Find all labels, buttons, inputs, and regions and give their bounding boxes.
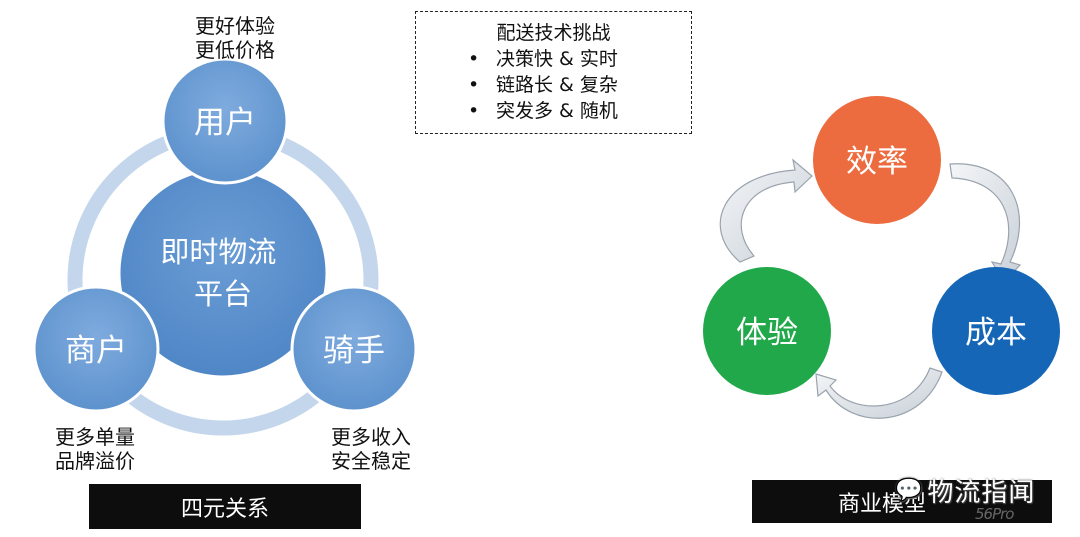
challenge-item: 链路长 & 复杂 (468, 72, 691, 98)
arrow-experience-to-efficiency (719, 158, 813, 263)
user-label: 用户 (194, 105, 256, 141)
merchant-circle (32, 285, 160, 413)
platform-label: 即时物流 平台 (160, 235, 285, 311)
arrow-efficiency-to-cost (949, 163, 1022, 283)
challenges-title: 配送技术挑战 (496, 22, 611, 44)
challenges-list: 决策快 & 实时 链路长 & 复杂 突发多 & 随机 (416, 46, 691, 124)
cycle-arrows (719, 158, 1022, 419)
platform-label-line: 平台 (194, 277, 252, 311)
challenge-item: 决策快 & 实时 (468, 46, 691, 72)
rider-note: 更多收入 安全稳定 (331, 425, 411, 473)
four-relationship-caption: 四元关系 (89, 484, 361, 529)
efficiency-circle (813, 96, 941, 224)
experience-circle (703, 267, 831, 395)
efficiency-label: 效率 (846, 144, 908, 180)
experience-label: 体验 (736, 315, 798, 351)
watermark: 💬 物流指闻 (895, 472, 1035, 509)
rider-label: 骑手 (323, 333, 385, 369)
brand-logo: 56Pro (975, 505, 1014, 523)
challenge-item: 突发多 & 随机 (468, 98, 691, 124)
user-note: 更好体验 更低价格 (195, 14, 275, 62)
challenges-box: 配送技术挑战 决策快 & 实时 链路长 & 复杂 突发多 & 随机 (415, 11, 692, 134)
arrow-cost-to-experience (815, 367, 943, 419)
business-model-caption: 商业模型 (752, 480, 1052, 523)
rider-circle (290, 285, 418, 413)
user-circle (161, 57, 289, 185)
wechat-icon: 💬 (895, 478, 924, 503)
watermark-text: 物流指闻 (927, 478, 1036, 508)
cost-label: 成本 (965, 315, 1027, 351)
cost-circle (932, 267, 1060, 395)
merchant-label: 商户 (65, 333, 127, 369)
platform-label-line: 即时物流 (160, 235, 276, 269)
merchant-note: 更多单量 品牌溢价 (55, 425, 135, 473)
